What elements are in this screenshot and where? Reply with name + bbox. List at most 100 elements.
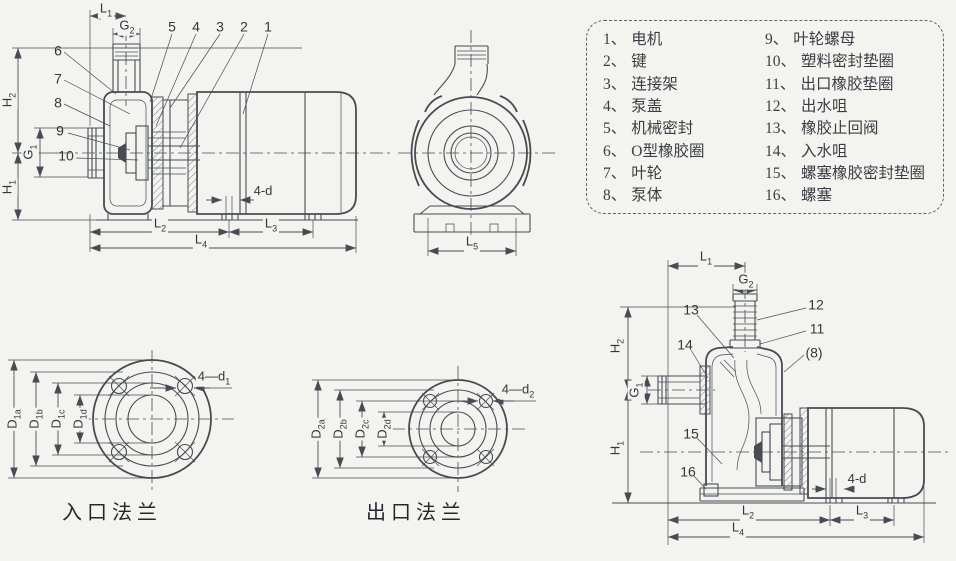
outlet-pipe — [112, 43, 141, 92]
legend-item: 6、O型橡胶圈 — [603, 144, 765, 160]
dim-label-h1: H1 — [0, 177, 18, 197]
leader-lines-left — [63, 51, 139, 161]
impeller-nut — [118, 143, 126, 163]
dim-label-d1c: D1c — [48, 407, 67, 431]
dim-label-l1: L1 — [97, 0, 115, 19]
part-callout-13: 13 — [683, 301, 699, 318]
legend-column-left: 1、电机 2、键 3、连接架 4、泵盖 5、机械密封 6、O型橡胶圈 7、叶轮 … — [603, 32, 765, 204]
dim-label-d1d: D1d — [70, 407, 89, 431]
legend-item: 1、电机 — [603, 32, 765, 48]
legend-item-number: 11、 — [765, 75, 796, 93]
legend-item-label: 连接架 — [631, 75, 678, 93]
legend-item-label: 出水咀 — [801, 98, 848, 116]
dim-label-4d: 4-d — [251, 182, 275, 199]
priming-view-drawing — [612, 260, 948, 545]
dim-label-d2c: D2c — [352, 417, 371, 441]
shaft — [148, 145, 200, 161]
part-callout-6: 6 — [54, 42, 62, 59]
dim-label-d2b: D2b — [330, 417, 349, 441]
internal-passage — [734, 359, 762, 471]
discharge-neck — [433, 63, 488, 96]
legend-item-number: 14、 — [765, 142, 797, 160]
legend-item-label: 入水咀 — [801, 142, 848, 160]
dim-label-h1: H1 — [607, 438, 626, 458]
pump-body — [705, 346, 783, 486]
legend-item-number: 13、 — [765, 120, 797, 138]
legend-item: 12、出水咀 — [765, 99, 937, 115]
legend-item-number: 16、 — [765, 187, 797, 205]
legend-item: 10、塑料密封垫圈 — [765, 54, 937, 70]
part-callout-8: (8) — [805, 344, 823, 361]
dim-label-g2: G2 — [117, 17, 137, 36]
dim-label-l2: L2 — [151, 215, 169, 234]
inlet-flange-title: 入口法兰 — [62, 502, 162, 524]
motor-body — [196, 91, 357, 220]
part-callout-7: 7 — [54, 70, 62, 87]
legend-item-label: 叶轮 — [631, 165, 663, 183]
legend-item: 9、叶轮螺母 — [765, 32, 937, 48]
part-callout-11: 11 — [809, 320, 825, 337]
legend-item-label: 出口橡胶垫圈 — [800, 75, 894, 93]
motor-flange-plate — [187, 93, 198, 213]
dim-label-l1: L1 — [697, 248, 715, 267]
parts-legend: 1、电机 2、键 3、连接架 4、泵盖 5、机械密封 6、O型橡胶圈 7、叶轮 … — [586, 20, 944, 214]
dim-label-l5: L5 — [463, 233, 481, 252]
casing-outer-circle — [414, 96, 528, 210]
inlet-nozzle — [87, 127, 104, 179]
dim-label-l3: L3 — [853, 502, 871, 521]
motor-feet — [221, 214, 322, 220]
part-callout-14: 14 — [677, 336, 693, 353]
bolt-circle — [104, 371, 200, 467]
inlet-flange-drawing — [8, 350, 234, 492]
legend-item-number: 3、 — [603, 75, 627, 93]
impeller-section — [754, 407, 830, 495]
legend-item-label: 螺塞 — [801, 187, 833, 205]
outlet-flange-drawing — [312, 366, 536, 492]
legend-item: 7、叶轮 — [603, 166, 765, 182]
suction-bore — [450, 132, 492, 174]
discharge-nipple — [454, 45, 489, 64]
legend-item-number: 1、 — [603, 31, 627, 48]
legend-item-number: 12、 — [765, 98, 797, 116]
dim-label-l4: L4 — [729, 519, 747, 538]
part-callout-2: 2 — [240, 18, 248, 35]
part-callout-1: 1 — [264, 18, 272, 35]
legend-item-number: 9、 — [765, 31, 789, 48]
part-callout-16: 16 — [680, 463, 696, 480]
legend-item-label: 叶轮螺母 — [793, 31, 856, 48]
dim-label-h2: H2 — [607, 336, 626, 356]
front-centerlines — [398, 30, 558, 246]
casing-wings — [410, 119, 532, 187]
outlet-gasket-collar — [729, 339, 761, 349]
mounting-base — [413, 205, 531, 233]
dim-label-4d2: 4—d2 — [499, 381, 537, 400]
bolt-holes — [108, 375, 196, 463]
inlet-flange-plate — [699, 365, 711, 415]
dim-label-d1a: D1a — [4, 407, 23, 431]
leader-lines-top — [149, 33, 269, 149]
dim-label-l3: L3 — [262, 215, 280, 234]
check-valve — [719, 359, 737, 378]
legend-item: 2、键 — [603, 54, 765, 70]
legend-item: 13、橡胶止回阀 — [765, 121, 937, 137]
legend-item-label: 塑料密封垫圈 — [801, 53, 895, 71]
legend-item-label: 键 — [631, 53, 647, 71]
dim-label-g1: G1 — [20, 142, 39, 162]
part-callout-5: 5 — [168, 18, 176, 35]
legend-item: 15、螺塞橡胶密封垫圈 — [765, 166, 937, 182]
legend-item-label: 泵体 — [631, 187, 663, 205]
dim-label-d1b: D1b — [26, 407, 45, 431]
legend-item: 16、螺塞 — [765, 188, 937, 204]
part-callout-8: 8 — [54, 94, 62, 111]
flange-centerlines — [78, 350, 234, 492]
motor-flange-plate — [799, 407, 809, 495]
legend-item: 4、泵盖 — [603, 99, 765, 115]
legend-item-number: 5、 — [603, 120, 627, 138]
part-callout-15: 15 — [683, 425, 699, 442]
bolt-circle — [418, 389, 498, 469]
outlet-flange-title: 出口法兰 — [366, 502, 466, 524]
part-callout-4: 4 — [192, 18, 200, 35]
part-callout-3: 3 — [216, 18, 224, 35]
legend-item-label: 泵盖 — [631, 98, 663, 116]
